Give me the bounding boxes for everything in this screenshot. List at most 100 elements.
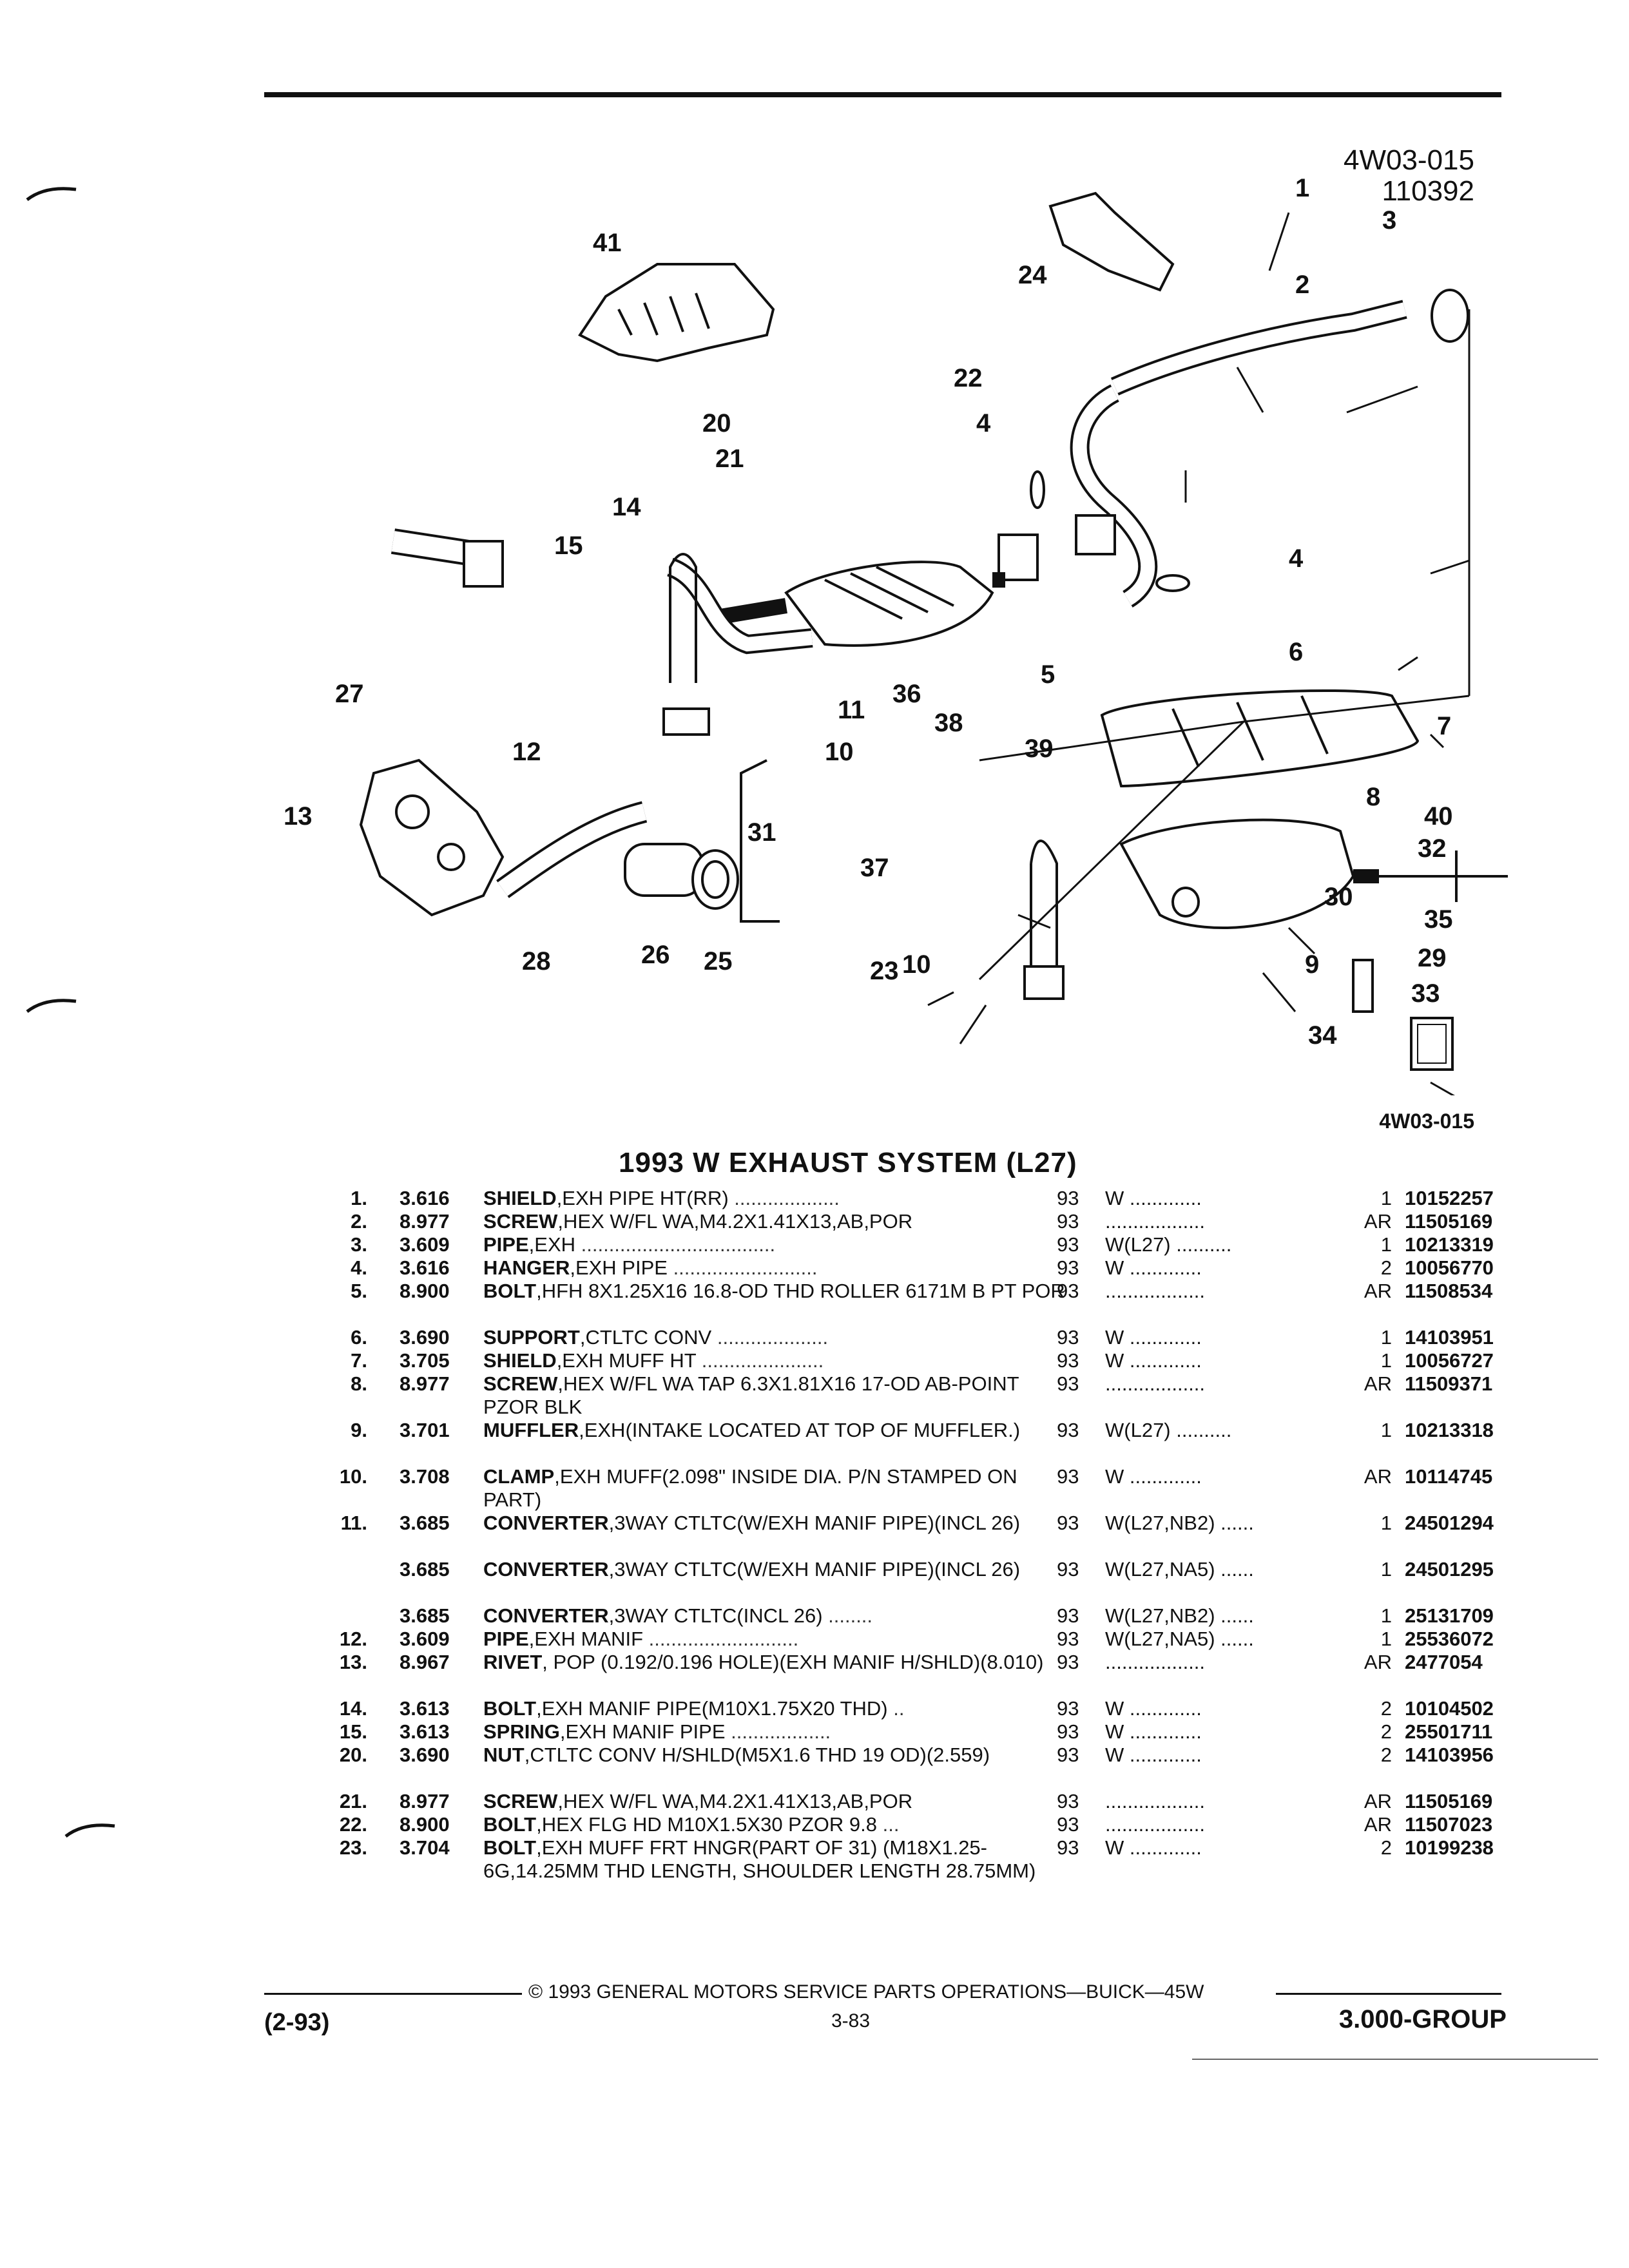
svg-text:10: 10 <box>902 950 931 979</box>
svg-text:33: 33 <box>1411 979 1440 1008</box>
part-year: 93 <box>1057 1326 1079 1349</box>
exhaust-system-diagram: 1 2 3 4 4 5 6 7 8 9 10 10 11 12 13 14 15… <box>284 174 1508 1095</box>
part-detail: ,3WAY CTLTC(INCL 26) <box>608 1604 823 1627</box>
part-description: SPRING,EXH MANIF PIPE .................. <box>483 1720 1076 1744</box>
svg-text:7: 7 <box>1437 712 1451 740</box>
part-item-number: 3. <box>351 1233 367 1256</box>
part-detail: ,HEX W/FL WA,M4.2X1.41X13,AB,POR <box>557 1210 913 1233</box>
part-description: SCREW,HEX W/FL WA,M4.2X1.41X13,AB,POR <box>483 1210 1076 1233</box>
part-year: 93 <box>1057 1372 1079 1395</box>
part-application: W(L27) .......... <box>1105 1419 1232 1441</box>
part-year: 93 <box>1057 1512 1079 1534</box>
part-description: NUT,CTLTC CONV H/SHLD(M5X1.6 THD 19 OD)(… <box>483 1744 1076 1767</box>
part-name: SCREW <box>483 1790 558 1812</box>
svg-text:38: 38 <box>934 709 963 737</box>
part-year: 93 <box>1057 1280 1079 1302</box>
leader-dots: ................... <box>728 1187 840 1209</box>
part-name: RIVET <box>483 1651 543 1673</box>
top-rule <box>264 92 1501 97</box>
part-item-number: 9. <box>351 1419 367 1441</box>
part-description: SHIELD,EXH PIPE HT(RR) .................… <box>483 1187 1076 1210</box>
margin-mark <box>26 187 77 201</box>
part-quantity: AR <box>1364 1465 1392 1488</box>
part-detail: ,HEX FLG HD M10X1.5X30 PZOR 9.8 <box>536 1813 878 1836</box>
part-number: 11505169 <box>1405 1210 1493 1233</box>
diagram-date: 110392 <box>1382 175 1474 207</box>
part-year: 93 <box>1057 1651 1079 1673</box>
part-quantity: 1 <box>1380 1419 1392 1441</box>
part-item-number: 15. <box>339 1720 367 1743</box>
part-application: W(L27,NB2) ...... <box>1105 1512 1254 1534</box>
part-application: W(L27) .......... <box>1105 1233 1232 1256</box>
part-group: 3.616 <box>400 1187 450 1209</box>
part-group: 3.701 <box>400 1419 450 1441</box>
part-description: BOLT,EXH MUFF FRT HNGR(PART OF 31) (M18X… <box>483 1836 1076 1883</box>
part-detail: ,EXH PIPE <box>570 1256 668 1279</box>
part-number: 24501294 <box>1405 1512 1494 1534</box>
part-description: BOLT,EXH MANIF PIPE(M10X1.75X20 THD) .. <box>483 1697 1076 1720</box>
part-detail: ,EXH MUFF HT <box>556 1349 697 1372</box>
svg-text:4: 4 <box>976 409 991 437</box>
part-group: 3.690 <box>400 1744 450 1766</box>
svg-text:26: 26 <box>641 941 670 969</box>
part-application: W ............. <box>1105 1836 1202 1859</box>
svg-text:3: 3 <box>1382 206 1396 235</box>
part-item-number: 12. <box>339 1628 367 1650</box>
part-description: BOLT,HEX FLG HD M10X1.5X30 PZOR 9.8 ... <box>483 1813 1076 1836</box>
part-detail: ,HEX W/FL WA TAP 6.3X1.81X16 17-OD AB-PO… <box>483 1372 1019 1418</box>
part-detail: ,EXH(INTAKE LOCATED AT TOP OF MUFFLER.) <box>579 1419 1021 1441</box>
part-name: MUFFLER <box>483 1419 579 1441</box>
section-title: 1993 W EXHAUST SYSTEM (L27) <box>619 1147 1077 1178</box>
svg-text:13: 13 <box>284 802 313 831</box>
part-application: W ............. <box>1105 1256 1202 1279</box>
part-item-number: 8. <box>351 1372 367 1395</box>
gm-spo-logo <box>1410 1017 1454 1071</box>
part-name: SCREW <box>483 1372 558 1395</box>
svg-text:4: 4 <box>1289 544 1304 573</box>
part-application: W ............. <box>1105 1187 1202 1209</box>
part-name: PIPE <box>483 1628 529 1650</box>
footer-group: 3.000-GROUP <box>1338 2005 1507 2033</box>
part-quantity: 2 <box>1380 1720 1392 1743</box>
part-description: SCREW,HEX W/FL WA,M4.2X1.41X13,AB,POR <box>483 1790 1076 1813</box>
part-group: 8.967 <box>400 1651 450 1673</box>
part-description: CONVERTER,3WAY CTLTC(INCL 26) ........ <box>483 1604 1076 1628</box>
part-number: 10199238 <box>1405 1836 1494 1859</box>
part-year: 93 <box>1057 1697 1079 1720</box>
part-application: .................. <box>1105 1280 1206 1302</box>
svg-text:27: 27 <box>335 680 364 708</box>
part-number: 10152257 <box>1405 1187 1494 1209</box>
part-detail: ,CTLTC CONV <box>579 1326 712 1349</box>
part-quantity: 2 <box>1380 1744 1392 1766</box>
part-quantity: AR <box>1364 1790 1392 1812</box>
part-number: 10114745 <box>1405 1465 1493 1488</box>
part-description: HANGER,EXH PIPE ........................… <box>483 1256 1076 1280</box>
part-description: CONVERTER,3WAY CTLTC(W/EXH MANIF PIPE)(I… <box>483 1512 1076 1535</box>
part-quantity: AR <box>1364 1210 1392 1233</box>
part-group: 8.977 <box>400 1210 450 1233</box>
part-name: NUT <box>483 1744 525 1766</box>
part-year: 93 <box>1057 1836 1079 1859</box>
part-number: 10056770 <box>1405 1256 1494 1279</box>
part-group: 3.685 <box>400 1512 450 1534</box>
part-number: 10213319 <box>1405 1233 1494 1256</box>
part-item-number: 20. <box>339 1744 367 1766</box>
part-detail: ,EXH MUFF(2.098" INSIDE DIA. P/N STAMPED… <box>483 1465 1017 1511</box>
part-application: .................. <box>1105 1790 1206 1812</box>
part-quantity: 1 <box>1380 1326 1392 1349</box>
part-group: 3.705 <box>400 1349 450 1372</box>
part-name: SPRING <box>483 1720 560 1743</box>
part-quantity: 2 <box>1380 1697 1392 1720</box>
svg-text:24: 24 <box>1018 261 1047 289</box>
